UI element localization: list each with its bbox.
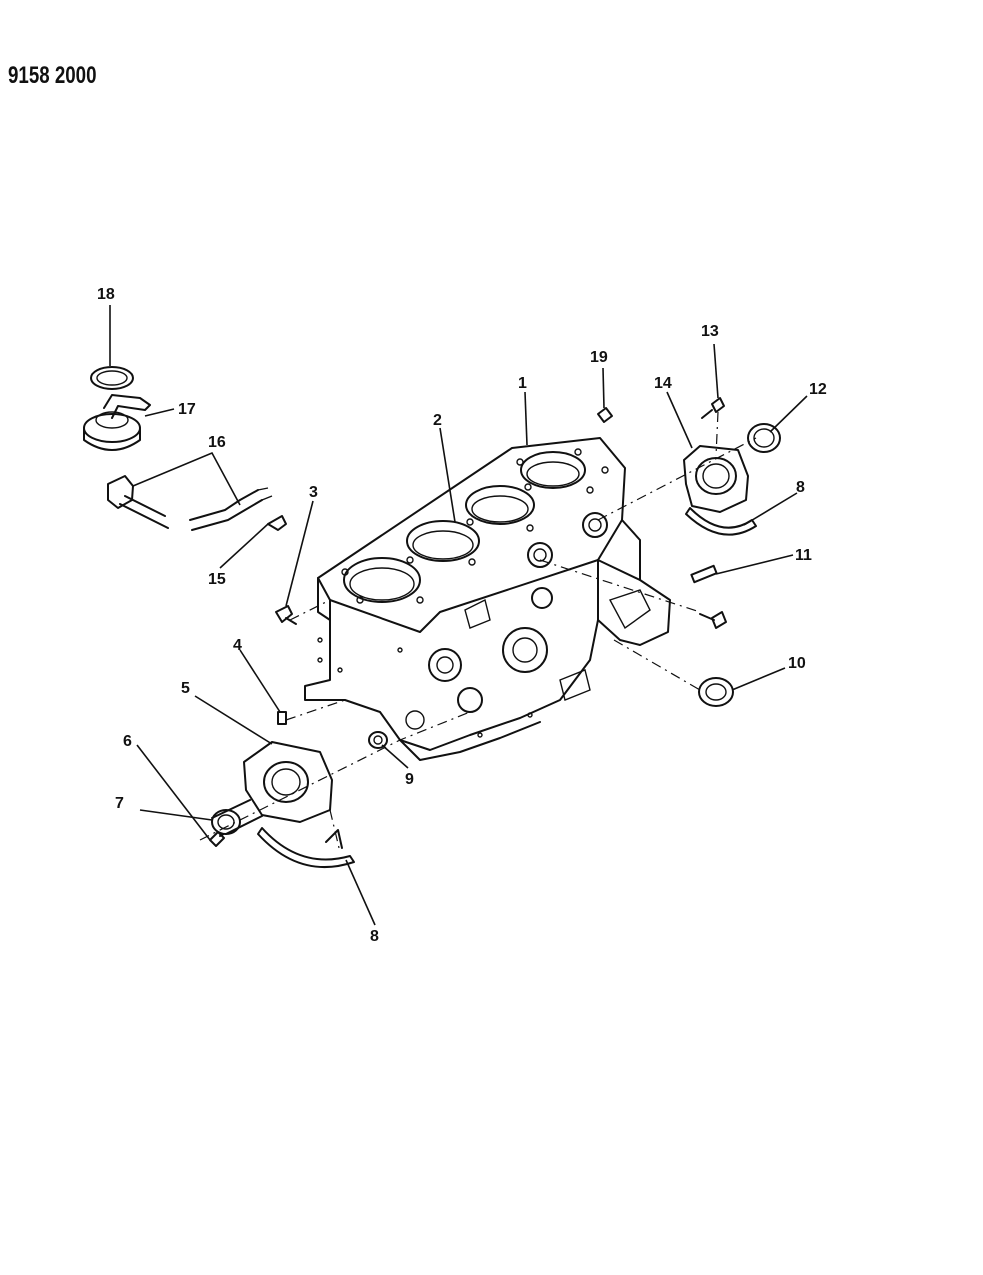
callout-11: 11 (795, 547, 812, 564)
callout-18: 18 (97, 286, 115, 303)
wire-harness-part-16[interactable] (107, 475, 273, 531)
pin-part-11[interactable] (690, 564, 718, 584)
callout-5: 5 (181, 680, 190, 697)
callout-1: 1 (518, 375, 527, 392)
cover-part-5[interactable] (243, 741, 333, 823)
sensor-part-17[interactable] (83, 394, 151, 451)
plug-part-3[interactable] (275, 605, 297, 625)
seal-part-7[interactable] (211, 799, 263, 835)
callout-8-upper: 8 (796, 479, 805, 496)
gasket-part-8-lower[interactable] (257, 827, 355, 869)
callout-2: 2 (433, 412, 442, 429)
callout-7: 7 (115, 795, 124, 812)
seal-part-9[interactable] (368, 731, 388, 749)
plug-part-19[interactable] (597, 407, 613, 423)
callout-16: 16 (208, 434, 226, 451)
callout-13: 13 (701, 323, 719, 340)
callout-9: 9 (405, 771, 414, 788)
dowel-part-4[interactable] (277, 711, 287, 725)
diagram-code: 9158 2000 (8, 62, 97, 89)
callout-3: 3 (309, 484, 318, 501)
gasket-part-8-upper[interactable] (685, 507, 757, 536)
callout-8-lower: 8 (370, 928, 379, 945)
bolt-part-13[interactable] (701, 397, 725, 419)
clip-part-15[interactable] (267, 515, 287, 531)
callout-19: 19 (590, 349, 608, 366)
callout-6: 6 (123, 733, 132, 750)
plug-near-11[interactable] (699, 611, 727, 629)
callout-12: 12 (809, 381, 827, 398)
callout-15: 15 (208, 571, 226, 588)
callout-4: 4 (233, 637, 242, 654)
retainer-part-14[interactable] (683, 445, 749, 513)
engine-block[interactable] (304, 437, 671, 761)
callout-10: 10 (788, 655, 806, 672)
o-ring-part-18[interactable] (90, 366, 134, 390)
seal-part-12[interactable] (747, 423, 781, 453)
seal-part-10[interactable] (698, 677, 734, 707)
callout-17: 17 (178, 401, 196, 418)
callout-14: 14 (654, 375, 672, 392)
